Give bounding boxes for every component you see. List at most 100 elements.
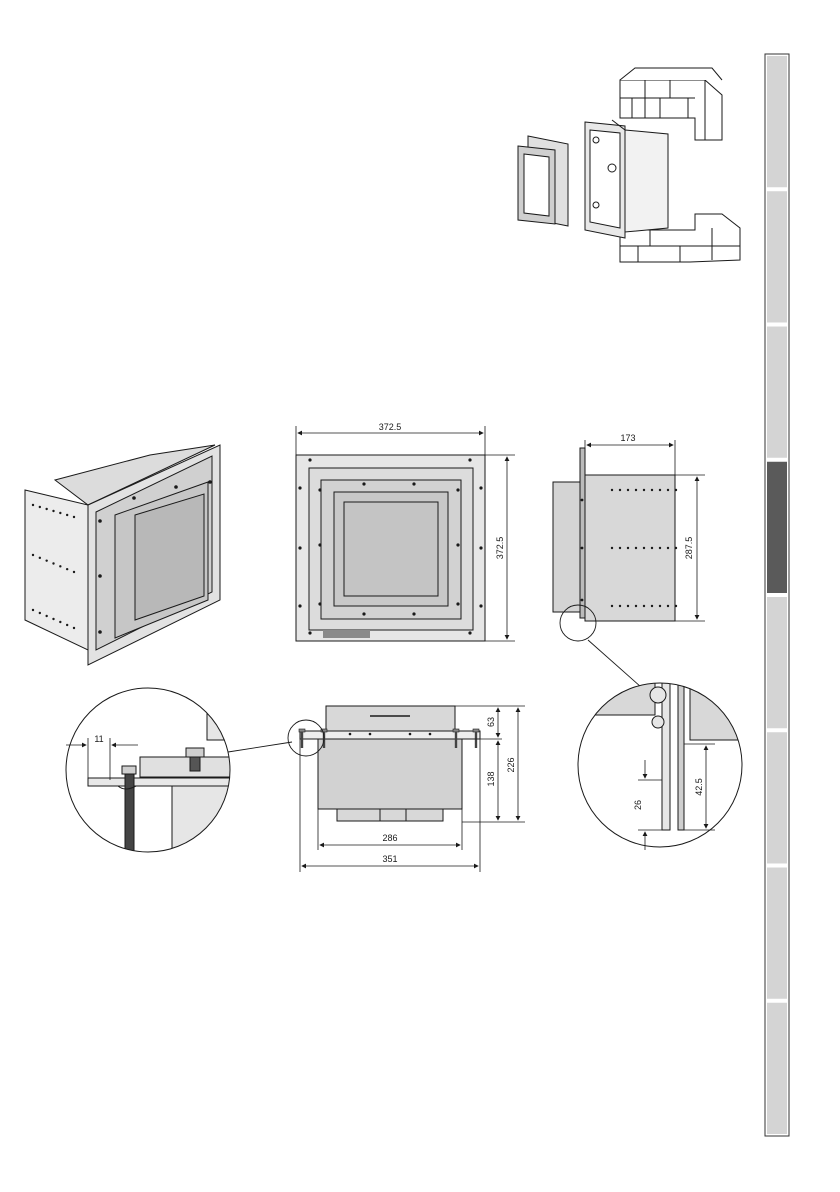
detail-right-gap-label: 26 [633, 800, 643, 810]
side-tab-6 [767, 732, 787, 863]
wall-installation-illustration [518, 68, 740, 262]
front-screw-hole [308, 631, 311, 634]
front-height-label: 372.5 [495, 537, 505, 560]
side-hole [651, 605, 653, 607]
side-height-label: 287.5 [684, 537, 694, 560]
side-hole [619, 605, 621, 607]
side-tab-1 [767, 56, 787, 187]
front-screw-hole [456, 602, 459, 605]
perspective-screw [132, 496, 136, 500]
side-hole [619, 547, 621, 549]
perspective-hole [66, 568, 68, 570]
front-width-label: 372.5 [379, 422, 402, 432]
perspective-hole [39, 557, 41, 559]
side-tab-3 [767, 327, 787, 458]
side-hole [619, 489, 621, 491]
bottom-body-height-label: 138 [486, 771, 496, 786]
side-hole [611, 489, 613, 491]
bottom-inner-width-label: 286 [382, 833, 397, 843]
front-screw-hole [456, 543, 459, 546]
side-flange-hole [581, 499, 584, 502]
side-tab-7 [767, 868, 787, 999]
bottom-top-height-label: 63 [486, 717, 496, 727]
perspective-hole [73, 627, 75, 629]
side-tab-strip [765, 54, 789, 1136]
side-tab-8 [767, 1003, 787, 1134]
perspective-screw [98, 630, 102, 634]
side-hole [643, 547, 645, 549]
front-screw-hole [308, 458, 311, 461]
perspective-hole [52, 618, 54, 620]
perspective-hole [32, 554, 34, 556]
side-depth-label: 173 [620, 433, 635, 443]
perspective-hole [45, 559, 47, 561]
bottom-rivet [349, 733, 352, 736]
side-tab-2 [767, 191, 787, 322]
bottom-rivet [409, 733, 412, 736]
side-hole [627, 547, 629, 549]
front-screw-hole [412, 482, 415, 485]
front-screw-hole [318, 543, 321, 546]
perspective-hole [45, 508, 47, 510]
side-hole [651, 489, 653, 491]
front-screw-hole [318, 602, 321, 605]
front-view [296, 455, 485, 641]
front-screw-hole [362, 612, 365, 615]
side-tab-4 [767, 462, 787, 593]
side-flange-hole [581, 599, 584, 602]
side-hole [667, 547, 669, 549]
side-hole [643, 605, 645, 607]
side-hole [635, 489, 637, 491]
perspective-hole [59, 621, 61, 623]
side-hole [635, 547, 637, 549]
side-hole [627, 489, 629, 491]
perspective-hole [52, 510, 54, 512]
front-screw-hole [298, 546, 301, 549]
side-hole [611, 605, 613, 607]
side-hole [659, 489, 661, 491]
bottom-outer-width-label: 351 [382, 854, 397, 864]
perspective-screw [98, 519, 102, 523]
bottom-screw-head [299, 729, 305, 732]
front-screw-hole [456, 488, 459, 491]
perspective-hole [52, 562, 54, 564]
front-screw-hole [298, 486, 301, 489]
front-screw-hole [479, 604, 482, 607]
right-detail-magnification [575, 640, 745, 850]
side-hole [675, 605, 677, 607]
side-hole [651, 547, 653, 549]
side-depth-dimension [585, 440, 675, 475]
bottom-rivet [429, 733, 432, 736]
perspective-screw [208, 480, 212, 484]
bottom-screw-shaft [455, 732, 457, 748]
brick-wall-upper [620, 68, 722, 140]
perspective-view [25, 445, 220, 665]
front-screw-hole [412, 612, 415, 615]
perspective-hole [66, 624, 68, 626]
side-hole [611, 547, 613, 549]
side-hole [675, 489, 677, 491]
side-hole [659, 547, 661, 549]
bottom-total-height-label: 226 [506, 757, 516, 772]
front-screw-hole [479, 486, 482, 489]
front-screw-hole [468, 631, 471, 634]
bottom-view [288, 706, 480, 821]
left-detail-magnification [60, 680, 292, 866]
front-screw-hole [298, 604, 301, 607]
perspective-hole [66, 514, 68, 516]
perspective-hole [39, 612, 41, 614]
front-frame-cover [518, 136, 568, 226]
bottom-screw-shaft [301, 732, 303, 748]
perspective-screw [98, 574, 102, 578]
perspective-hole [59, 565, 61, 567]
side-flange-hole [581, 547, 584, 550]
side-tab-5 [767, 597, 787, 728]
front-screw-hole [318, 488, 321, 491]
detail-right-height-label: 42.5 [694, 778, 704, 796]
front-screw-hole [468, 458, 471, 461]
bottom-screw-head [473, 729, 479, 732]
perspective-hole [73, 516, 75, 518]
side-hole [635, 605, 637, 607]
side-hole [643, 489, 645, 491]
